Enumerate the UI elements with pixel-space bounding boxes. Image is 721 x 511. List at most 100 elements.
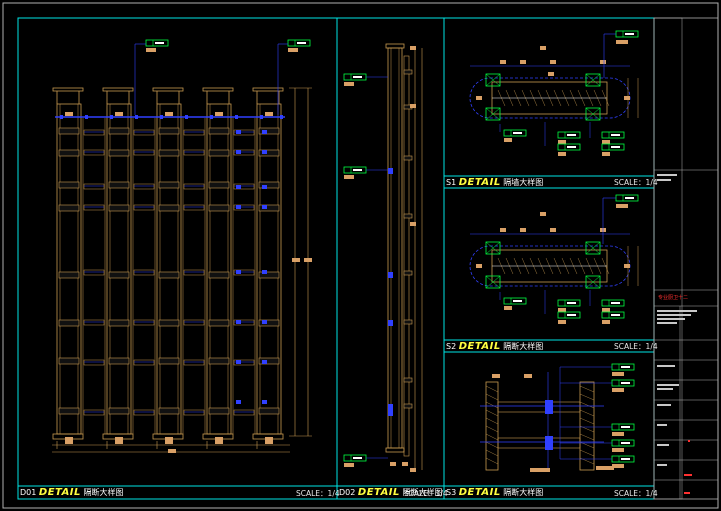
s3-fixing [545, 400, 553, 414]
plan-callout-tag [503, 129, 527, 137]
section-side-panel [403, 55, 410, 457]
post-band [208, 204, 230, 212]
plan-callout-tag [557, 143, 581, 151]
post-band [208, 271, 230, 279]
section-post [387, 47, 403, 449]
base-marker [402, 462, 408, 466]
s3-hatch [579, 417, 595, 425]
section-band [403, 403, 413, 409]
callout-tag-text [621, 458, 630, 460]
panel-rail [83, 409, 105, 416]
callout-label [288, 48, 298, 52]
panel-code: S2 [446, 342, 457, 351]
post-band [108, 271, 130, 279]
callout-tag-text [353, 76, 362, 78]
section-band [403, 270, 413, 276]
plan-corner-cross [485, 275, 501, 289]
callout-label [344, 175, 354, 179]
edge-marker [262, 400, 267, 404]
plan-callout-tag [601, 143, 625, 151]
post-band [58, 204, 80, 212]
panel-rail [183, 319, 205, 326]
post-band [258, 181, 280, 189]
rail-node [260, 115, 263, 119]
edge-marker [262, 150, 267, 154]
edge-marker [262, 320, 267, 324]
callout-label [602, 308, 610, 312]
dimension-label [165, 440, 173, 444]
dimension-label [520, 60, 526, 64]
callout-tag-text [567, 314, 576, 316]
post-band [158, 407, 180, 415]
s3-hatch [485, 449, 499, 457]
top-marker [115, 112, 123, 116]
main-frame [17, 17, 655, 500]
plan-corner-box [585, 275, 601, 289]
rail-node [110, 115, 113, 119]
dimension-label [540, 212, 546, 216]
s3-hatch [579, 449, 595, 457]
d02-section-drawing [343, 43, 423, 472]
plan-corner-box [585, 107, 601, 121]
post-band [158, 357, 180, 365]
panel-title-s3: S3 DETAIL 隔断大样图 [446, 488, 543, 498]
rail-node [210, 115, 213, 119]
plan-corner-cross [485, 73, 501, 87]
panel-title-s2: S2 DETAIL 隔断大样图 [446, 342, 543, 352]
detail-label: DETAIL [458, 487, 501, 498]
d01-elevation-drawing [52, 39, 312, 453]
rail-node [185, 115, 188, 119]
panel-rail [133, 149, 155, 156]
post-band [58, 271, 80, 279]
panel-rail [233, 359, 255, 366]
panel-rail [233, 183, 255, 190]
panel-rail [133, 269, 155, 276]
post-band [58, 319, 80, 327]
post-band [108, 357, 130, 365]
dimension-label [548, 72, 554, 76]
detail-label: DETAIL [38, 487, 81, 498]
panel-title-d02: D02 DETAIL 隔断大样图 [339, 488, 442, 498]
callout-label [602, 152, 610, 156]
post-band [58, 127, 80, 135]
post-band [158, 204, 180, 212]
plan-corner-box [585, 73, 601, 87]
post-band [208, 357, 230, 365]
post-band [58, 181, 80, 189]
section-band [403, 377, 413, 383]
callout-label [612, 388, 624, 392]
panel-scale-s3: SCALE：1/4 [614, 489, 658, 498]
s3-detail-drawing [480, 363, 635, 472]
panel-scale-s1: SCALE：1/4 [614, 178, 658, 187]
detail-label: DETAIL [458, 177, 501, 188]
s3-hatch [579, 385, 595, 393]
panel-rail [133, 359, 155, 366]
plan-corner-box [485, 275, 501, 289]
s3-hatch [485, 417, 499, 425]
edge-marker [262, 270, 267, 274]
dimension-label [410, 104, 416, 108]
panel-rail [133, 183, 155, 190]
panel-rail [183, 149, 205, 156]
section-blue-mark [388, 410, 393, 416]
rail-node [85, 115, 88, 119]
post-band [258, 271, 280, 279]
panel-rail [183, 204, 205, 211]
callout-label [612, 464, 624, 468]
panel-rail [83, 359, 105, 366]
callout-label [612, 372, 624, 376]
s3-hatch [485, 433, 499, 441]
post-band [258, 204, 280, 212]
base-marker [165, 437, 173, 441]
post-cap [52, 87, 84, 92]
panel-rail [233, 269, 255, 276]
panel-rail [183, 183, 205, 190]
section-cap [385, 43, 405, 49]
post-band [58, 357, 80, 365]
dimension-label [292, 258, 300, 262]
callout-tag-text [155, 42, 164, 44]
s3-hatch [485, 401, 499, 409]
plan-corner-box [485, 241, 501, 255]
dimension-label [550, 228, 556, 232]
callout-tag-text [625, 33, 634, 35]
